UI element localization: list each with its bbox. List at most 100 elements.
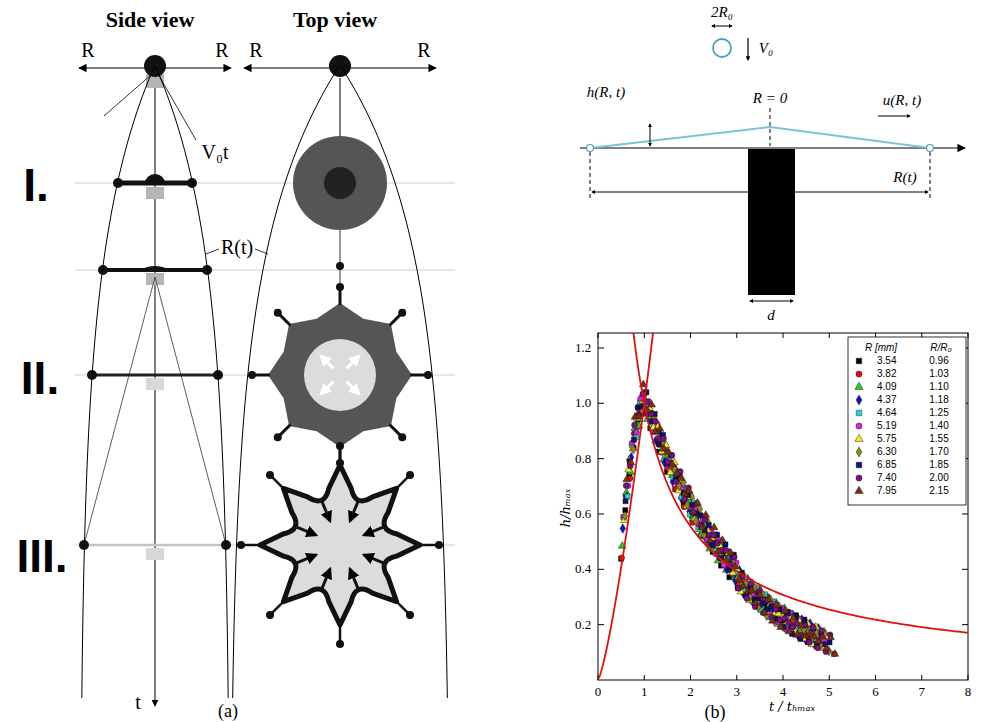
data-point bbox=[748, 586, 756, 593]
legend-entry: 4.64 1.25 bbox=[853, 407, 949, 419]
radial-axis bbox=[580, 147, 965, 148]
legend-text: 6.30 1.70 bbox=[877, 446, 949, 458]
legend-entry: 5.75 1.55 bbox=[853, 433, 949, 445]
data-point bbox=[664, 447, 672, 454]
data-point bbox=[752, 598, 760, 605]
data-point bbox=[677, 474, 685, 481]
tick-label: 2 bbox=[687, 685, 694, 699]
axis-title: t / tₕₘₐₓ bbox=[769, 700, 815, 714]
finger bbox=[272, 602, 283, 613]
legend-text: 7.95 2.15 bbox=[877, 485, 949, 497]
legend-text: 3.82 1.03 bbox=[877, 368, 949, 380]
droplet bbox=[266, 611, 274, 619]
retraction-arrow bbox=[364, 526, 386, 535]
rim bbox=[927, 145, 934, 152]
data-point bbox=[693, 516, 698, 525]
data-point bbox=[768, 616, 776, 623]
finger bbox=[280, 424, 291, 435]
tick bbox=[783, 333, 784, 338]
legend-entry: 6.85 1.85 bbox=[853, 459, 949, 471]
leader-lines bbox=[104, 74, 268, 254]
legend-entry: 4.09 1.10 bbox=[853, 381, 949, 393]
data-point bbox=[735, 575, 743, 582]
thickness-arrow bbox=[650, 124, 651, 146]
finger bbox=[397, 602, 408, 613]
time-axis bbox=[155, 78, 156, 706]
tick-label: 6 bbox=[872, 685, 879, 699]
legend-text: 6.85 1.85 bbox=[877, 459, 949, 471]
data-point bbox=[656, 441, 661, 446]
tick bbox=[644, 333, 645, 338]
tick-label: 1.2 bbox=[575, 341, 591, 355]
legend-header: R [mm] bbox=[865, 342, 897, 353]
legend-marker bbox=[853, 420, 865, 432]
data-point bbox=[823, 644, 831, 651]
legend-text: 5.19 1.40 bbox=[877, 420, 949, 432]
legend-box bbox=[848, 337, 966, 505]
data-point bbox=[648, 400, 656, 407]
axis-label: R bbox=[81, 39, 94, 61]
retraction-arrow bbox=[364, 555, 386, 564]
plot-frame bbox=[598, 333, 968, 680]
legend-text: 4.37 1.18 bbox=[877, 394, 949, 406]
finger bbox=[339, 290, 342, 305]
tick bbox=[968, 675, 969, 680]
data-point bbox=[756, 590, 764, 597]
symbol-label: h(R, t) bbox=[587, 84, 625, 101]
data-point bbox=[673, 469, 681, 476]
chart bbox=[598, 299, 968, 680]
axis-label: R bbox=[249, 39, 262, 61]
droplet bbox=[398, 433, 406, 441]
symbol-label: u(R, t) bbox=[883, 92, 921, 109]
data-point bbox=[794, 621, 800, 627]
tick-label: 0.4 bbox=[575, 562, 591, 576]
opening-arrow bbox=[346, 381, 359, 394]
panel-a bbox=[75, 55, 455, 706]
tick-label: 5 bbox=[826, 685, 833, 699]
data-point bbox=[810, 632, 818, 639]
tick-label: 0.6 bbox=[575, 507, 591, 521]
data-point bbox=[806, 640, 811, 645]
data-point bbox=[760, 608, 768, 615]
tick-label: 7 bbox=[919, 685, 926, 699]
droplet bbox=[336, 442, 344, 450]
data-point bbox=[777, 623, 785, 630]
data-point bbox=[665, 459, 671, 465]
tick bbox=[598, 624, 604, 625]
data-point bbox=[811, 625, 817, 631]
retraction-arrow bbox=[294, 526, 316, 535]
data-point bbox=[622, 511, 627, 520]
data-point bbox=[698, 523, 706, 530]
retraction-arrow bbox=[350, 569, 359, 591]
data-point bbox=[685, 486, 693, 493]
data-point bbox=[682, 496, 688, 502]
velocity-arrow bbox=[747, 38, 748, 60]
tick bbox=[736, 675, 737, 680]
tick-label: 0.2 bbox=[575, 618, 591, 632]
legend-text: 3.54 0.96 bbox=[877, 355, 949, 367]
legend-entry: 7.95 2.15 bbox=[853, 485, 949, 497]
data-point bbox=[773, 601, 781, 608]
impactor-post bbox=[748, 149, 795, 295]
opening-arrow bbox=[346, 356, 359, 369]
data-point bbox=[669, 460, 677, 467]
legend-marker bbox=[853, 407, 865, 419]
tick-label: 1.0 bbox=[575, 396, 591, 410]
data-point bbox=[781, 607, 789, 614]
data-point bbox=[625, 494, 630, 499]
rim bbox=[587, 145, 594, 152]
data-point bbox=[656, 424, 664, 431]
rim-trajectory bbox=[233, 66, 340, 698]
finger bbox=[244, 544, 260, 547]
data-point bbox=[652, 418, 658, 424]
legend-entry: 6.30 1.70 bbox=[853, 446, 949, 458]
axis-label: R bbox=[417, 39, 430, 61]
rim-trajectory bbox=[155, 66, 228, 698]
center-line bbox=[770, 108, 771, 146]
tick-label: 0 bbox=[595, 685, 602, 699]
data-point bbox=[627, 458, 635, 465]
retraction-arrow bbox=[294, 555, 316, 564]
data-point bbox=[631, 445, 636, 454]
symbol-label: R = 0 bbox=[753, 90, 787, 107]
opening-arrow bbox=[321, 356, 334, 369]
